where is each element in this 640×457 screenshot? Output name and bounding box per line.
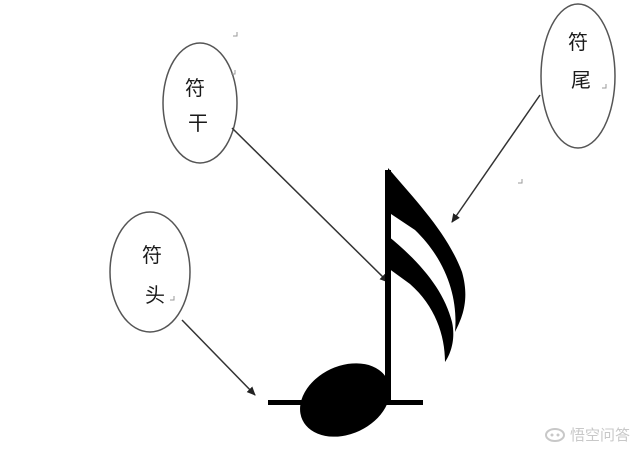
flag-label-char-1: 符: [568, 30, 588, 54]
watermark: 悟空问答: [544, 424, 630, 445]
head-label-char-2: 头: [145, 283, 165, 307]
head-label-bubble: [109, 211, 191, 333]
note-head: [300, 363, 390, 437]
stem-label-bubble: [162, 42, 238, 164]
watermark-text: 悟空问答: [569, 426, 630, 444]
return-mark-icon: [602, 84, 607, 89]
note-stem: [385, 170, 391, 400]
return-mark-icon: [518, 179, 523, 184]
return-mark-icon: [231, 70, 236, 75]
flag-leader-arrow: [451, 94, 541, 223]
return-mark-icon: [170, 296, 175, 301]
flag-label-char-2: 尾: [571, 68, 591, 92]
flag-label-bubble: [540, 3, 616, 149]
note-flag-upper: [388, 168, 466, 332]
head-leader-arrow: [181, 319, 256, 396]
stem-label-char-2: 干: [188, 111, 208, 135]
stem-label-char-1: 符: [185, 76, 205, 100]
return-mark-icon: [233, 32, 238, 37]
note-flag-lower: [388, 236, 454, 362]
wukong-logo-icon: [544, 427, 565, 442]
head-label-char-1: 符: [142, 243, 162, 267]
stem-leader-arrow: [231, 127, 389, 283]
